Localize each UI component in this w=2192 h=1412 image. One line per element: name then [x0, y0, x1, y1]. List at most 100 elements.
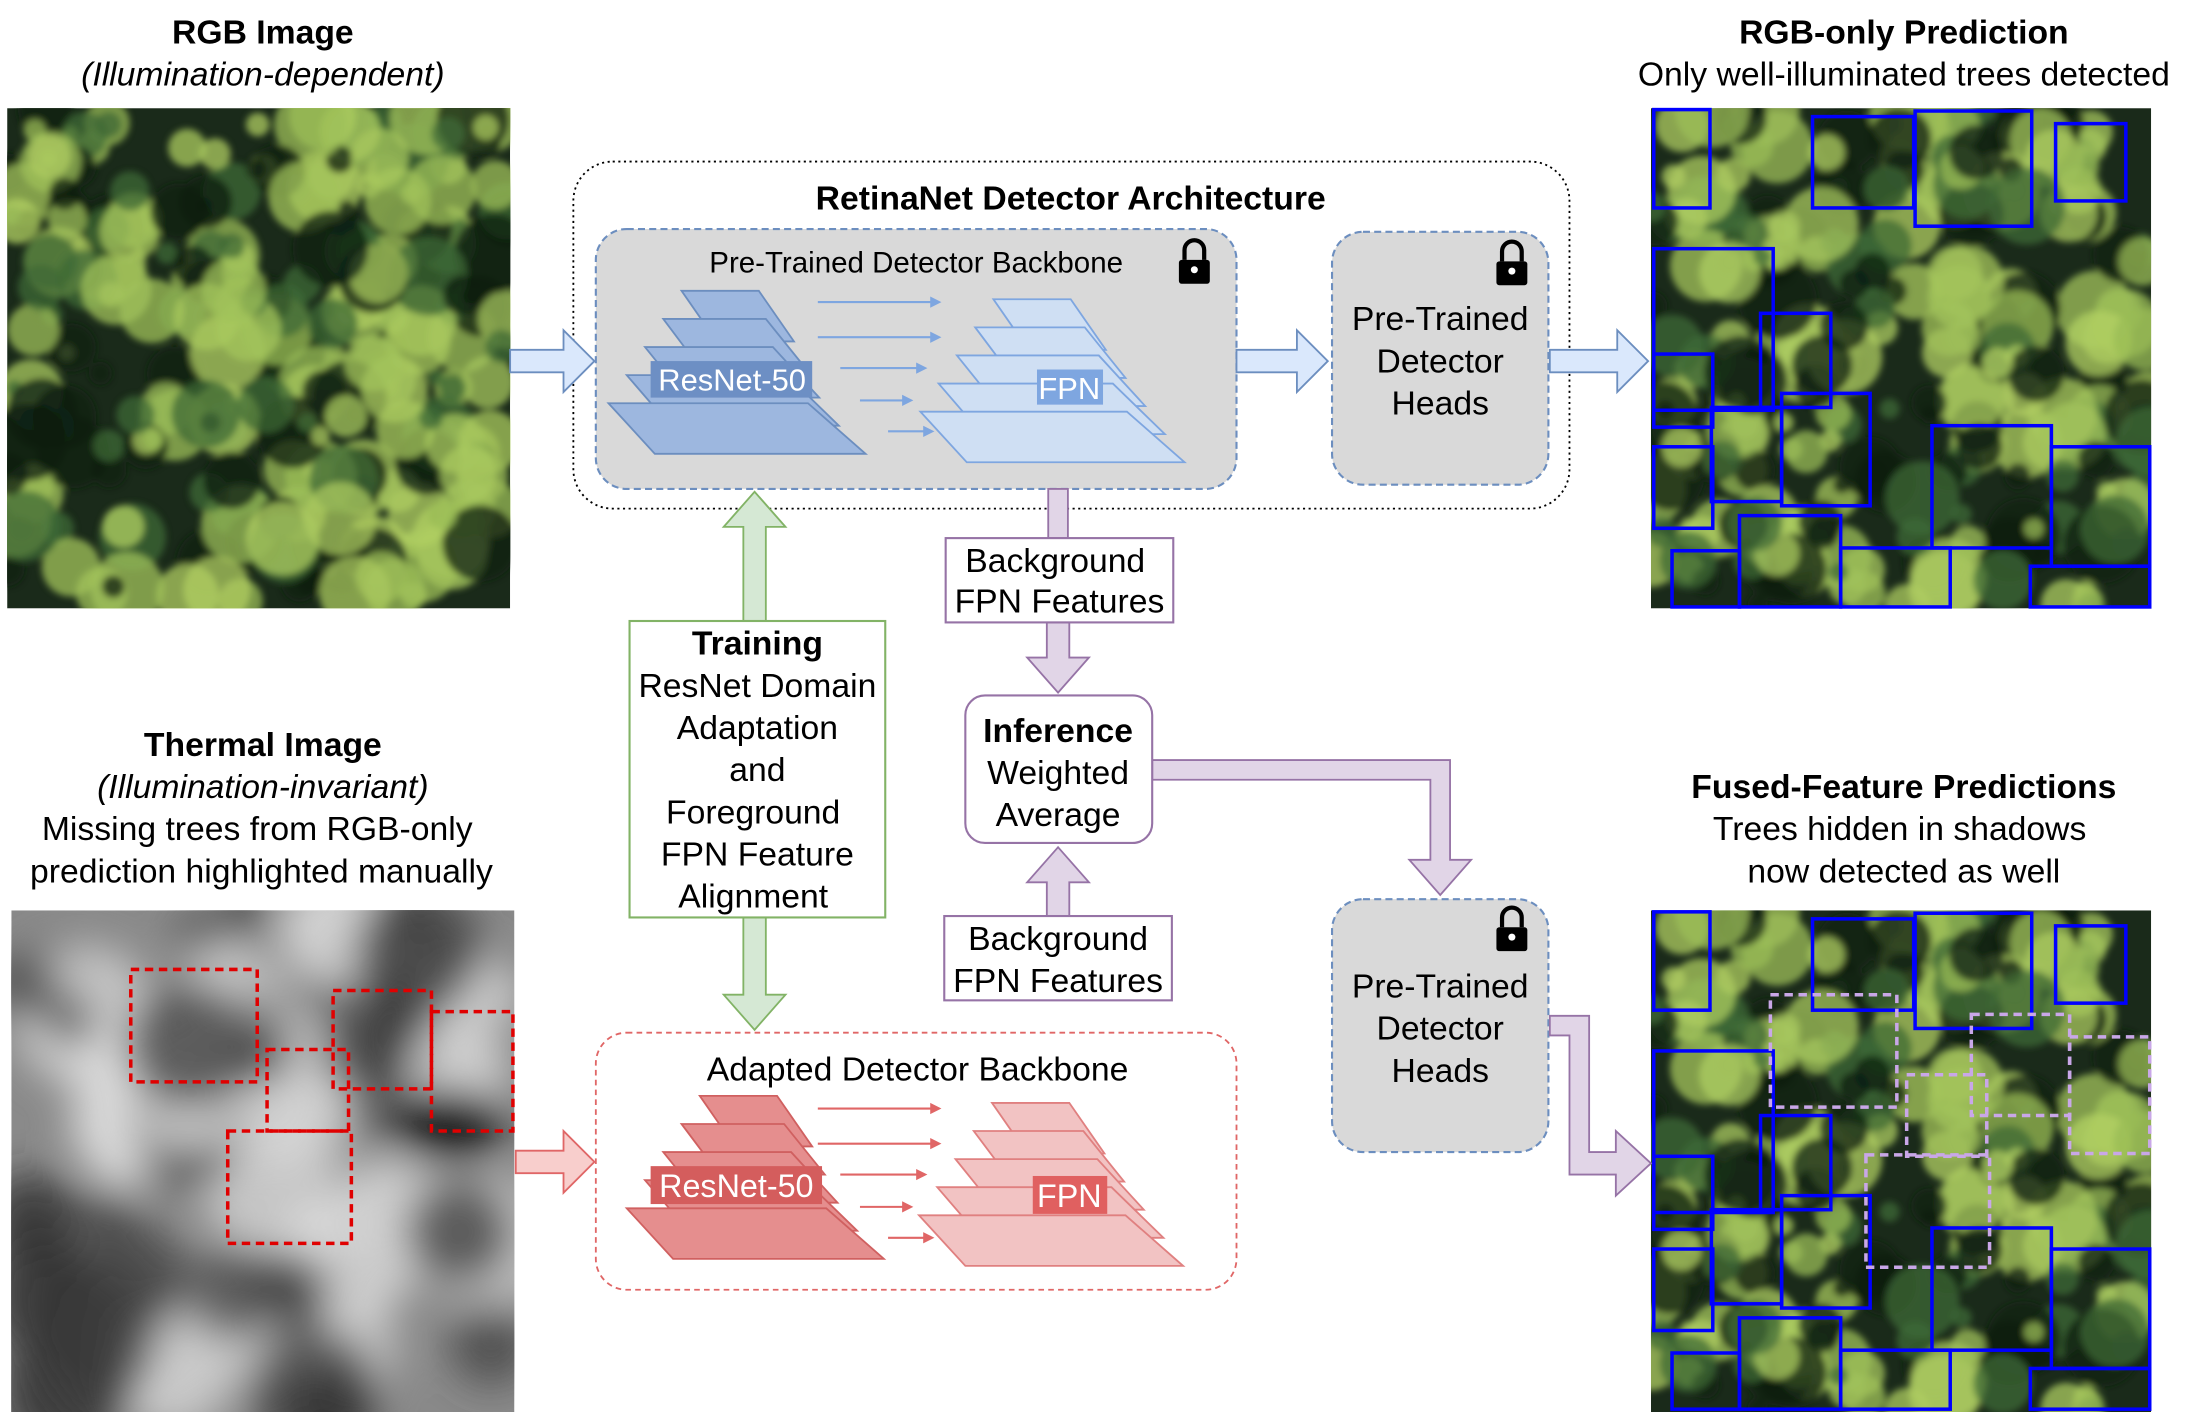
detection-box: [1913, 911, 2034, 1031]
foliage-blob: [1661, 164, 1686, 189]
training-line: and: [729, 751, 785, 789]
block-arrow: [1548, 327, 1650, 395]
foliage-blob: [2077, 1244, 2115, 1281]
lock-shackle: [1182, 238, 1207, 260]
resnet-label: ResNet-50: [658, 363, 806, 398]
foliage-blob: [199, 138, 231, 170]
foliage-blob: [311, 426, 330, 446]
detection-box: [1913, 109, 2034, 228]
foliage-blob: [1753, 1050, 1772, 1069]
foliage-blob: [203, 451, 261, 509]
foliage-blob: [101, 575, 125, 599]
detection-box: [1758, 311, 1833, 410]
rgb-prediction-subtitle: Only well-illuminated trees detected: [1638, 56, 2170, 94]
foliage-blob: [292, 210, 369, 287]
foliage-blob: [1885, 461, 1960, 536]
foliage-blob: [2046, 458, 2080, 492]
heads-top-line1: Pre-Trained: [1352, 300, 1529, 338]
bg-top-line1: Background: [965, 542, 1145, 580]
foliage-blob: [1773, 1215, 1794, 1236]
foliage-blob: [88, 361, 112, 385]
adapted-fpn-label: FPN: [1037, 1178, 1102, 1214]
foliage-blob: [1863, 968, 1910, 1015]
arrow-head: [930, 331, 942, 343]
foliage-blob: [1973, 550, 2033, 609]
fpn-layers: [918, 298, 1187, 464]
foliage-blob: [1950, 1328, 1986, 1365]
foliage-blob: [80, 254, 152, 325]
lateral-arrows: [817, 1102, 942, 1244]
detection-box: [1779, 1193, 1872, 1310]
foliage-blob: [484, 329, 511, 364]
foliage-blob: [1783, 989, 1859, 1065]
heads-bottom: Pre-Trained Detector Heads: [1330, 898, 1550, 1154]
foliage-blob: [99, 200, 161, 262]
detection-box: [2028, 1366, 2152, 1411]
thermal-blob: [47, 999, 96, 1048]
foliage-blob: [1879, 1201, 1900, 1222]
foliage-blob: [2080, 1298, 2150, 1368]
feature-layer: [606, 402, 869, 455]
foliage-blob: [2077, 441, 2115, 478]
foliage-blob: [1973, 1354, 2033, 1412]
thermal-blob: [32, 1277, 158, 1403]
foliage-blob: [171, 379, 241, 449]
inference-box: Inference Weighted Average: [964, 694, 1154, 845]
foliage-blob: [2007, 1148, 2065, 1206]
foliage-blob: [1808, 936, 1845, 974]
background-features-bottom: Background FPN Features: [943, 914, 1173, 1002]
thermal-blob: [78, 1186, 135, 1244]
block-arrow-shaft: [1047, 488, 1069, 540]
fused-prediction-subtitle-line2: now detected as well: [1747, 852, 2060, 890]
thermal-blob: [405, 1179, 511, 1285]
detection-box: [1652, 1154, 1715, 1232]
block-arrow: [1025, 845, 1091, 917]
foliage-blob: [1808, 133, 1845, 171]
adapted-backbone: Adapted Detector Backbone ResNet-50 FPN: [594, 1031, 1238, 1291]
foliage-blob: [1650, 516, 1678, 548]
thermal-blob: [354, 910, 481, 1012]
foliage-blob: [237, 376, 295, 434]
detection-box: [1779, 391, 1872, 508]
detection-box: [1838, 1348, 1952, 1411]
thermal-note-line1: Missing trees from RGB-only: [42, 810, 473, 848]
detection-box: [2053, 924, 2128, 1005]
foliage-blob: [2007, 345, 2065, 403]
foliage-blob: [303, 482, 377, 556]
training-line: FPN Feature: [661, 835, 854, 873]
foliage-blob: [427, 368, 445, 386]
lock-icon: [1496, 905, 1528, 952]
detection-box: [1652, 445, 1715, 531]
foliage-blob: [1783, 186, 1859, 263]
foliage: [7, 108, 511, 609]
arrow-head: [916, 1168, 928, 1181]
foliage-blob: [2057, 145, 2100, 187]
foliage-blob: [172, 245, 214, 287]
foliage-blob: [90, 551, 165, 609]
pretrained-backbone: Pre-Trained Detector Backbone ResNet-50 …: [594, 227, 1238, 490]
foliage-blob: [1956, 423, 2003, 471]
block-arrow: [1151, 759, 1474, 897]
foliage: [1650, 910, 2152, 1412]
thermal-blob: [393, 1088, 506, 1160]
rgb-image-subtitle: (Illumination-dependent): [81, 56, 444, 94]
foliage-blob: [1704, 1138, 1779, 1212]
foliage-blob: [2113, 308, 2152, 371]
arrow-head: [930, 296, 942, 308]
foliage-blob: [1726, 495, 1783, 552]
foliage-blob: [92, 429, 125, 462]
foliage-blob: [7, 198, 41, 244]
foliage-blob: [1911, 385, 1947, 421]
inference-line1: Weighted: [987, 754, 1129, 792]
foliage-blob: [1832, 1278, 1852, 1298]
foliage-blob: [1704, 335, 1779, 410]
foliage-blob: [7, 303, 60, 356]
lock-icon: [1178, 238, 1210, 284]
heads-top-line2: Detector: [1377, 342, 1504, 380]
foliage-blob: [1948, 927, 2004, 982]
foliage-blob: [1747, 594, 1768, 609]
foliage-blob: [1941, 367, 2005, 431]
foliage-blob: [218, 233, 245, 260]
detection-box: [2028, 564, 2152, 609]
lock-keyhole: [1508, 933, 1516, 941]
